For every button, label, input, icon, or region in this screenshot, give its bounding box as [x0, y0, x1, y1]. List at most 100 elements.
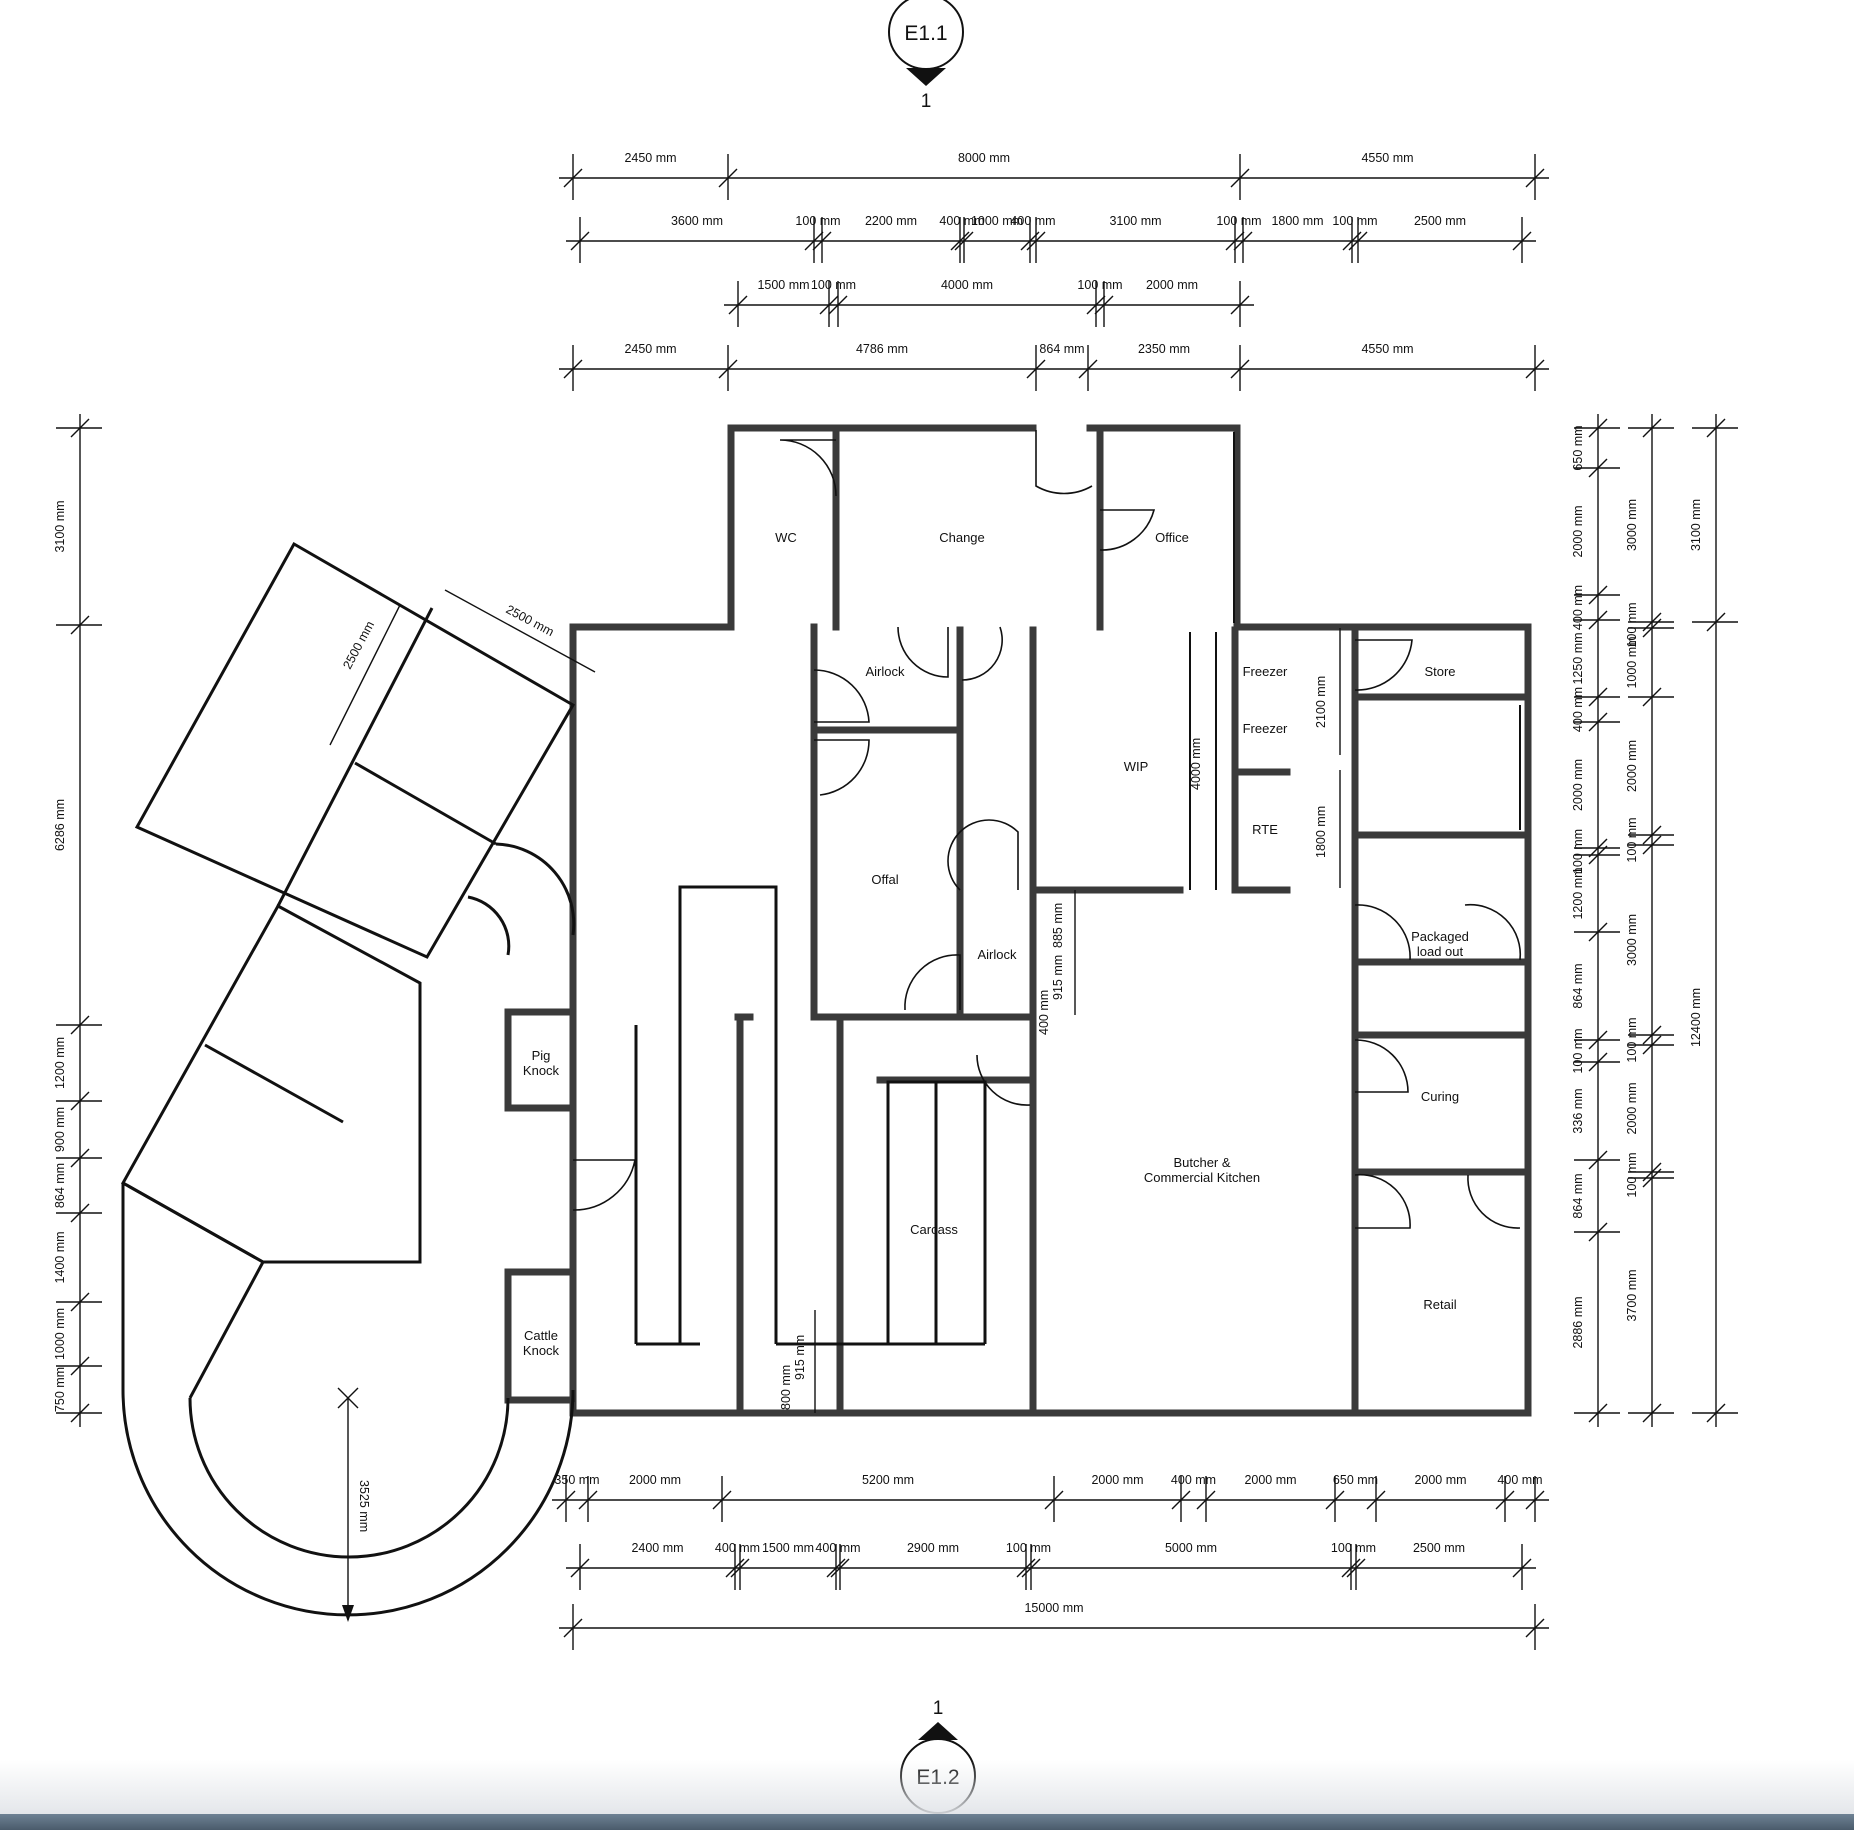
dim-label-top_row2-2: 2200 mm: [865, 214, 917, 228]
dim-tick-right_inner-0: [1588, 418, 1608, 438]
dim-label-right_mid-7: 2000 mm: [1625, 1082, 1639, 1134]
dim-label-top_row3-1: 100 mm: [811, 278, 856, 292]
dim-airlock-c: 400 mm: [1037, 990, 1051, 1035]
dim-label-right_inner-7: 1200 mm: [1571, 867, 1585, 919]
dim-label-bottom_row1-0: 350 mm: [554, 1473, 599, 1487]
dim-tick-right_mid-3: [1642, 687, 1662, 707]
section-marker-top-number: 1: [921, 91, 932, 112]
dim-label-left_outer-5: 1400 mm: [53, 1231, 67, 1283]
dim-tick-bottom-total-1: [1525, 1618, 1545, 1638]
interior-walls: [504, 426, 1532, 1417]
dim-label-top_row2-4: 1000 mm: [971, 214, 1023, 228]
dim-tick-right_mid-0: [1642, 418, 1662, 438]
dim-tick-right_inner-11: [1588, 1150, 1608, 1170]
dim-label-right_mid-3: 2000 mm: [1625, 740, 1639, 792]
room-label-retail: Retail: [1423, 1297, 1456, 1312]
dim-tick-left_outer-8: [70, 1403, 90, 1423]
dim-tick-right_mid-7: [1642, 1035, 1662, 1055]
dim-tick-right_mid-9: [1642, 1168, 1662, 1188]
dim-tick-right_mid-6: [1642, 1025, 1662, 1045]
dim-tick-top_row4-3: [1078, 359, 1098, 379]
dim-label-right_inner-8: 864 mm: [1571, 963, 1585, 1008]
viewer-bottom-shade: [0, 1760, 1854, 1814]
dim-label-bottom_row1-2: 5200 mm: [862, 1473, 914, 1487]
dim-label-right_mid-4: 100 mm: [1625, 817, 1639, 862]
dim-tick-top_row2-10: [1348, 231, 1368, 251]
dim-tick-right_outer-0: [1706, 418, 1726, 438]
dim-tick-top_row3-3: [1086, 295, 1106, 315]
dim-carcass-b: 800 mm: [779, 1365, 793, 1410]
dim-tick-left_outer-5: [70, 1203, 90, 1223]
room-label-butcher-1: Butcher &: [1173, 1155, 1230, 1170]
dim-tick-bottom_row1-6: [1325, 1490, 1345, 1510]
dim-label-bottom_row2-4: 2900 mm: [907, 1541, 959, 1555]
dim-tick-bottom-total-0: [563, 1618, 583, 1638]
dim-tick-left_outer-2: [70, 1015, 90, 1035]
dim-tick-top_row4-4: [1230, 359, 1250, 379]
dim-label-bottom_row1-5: 2000 mm: [1244, 1473, 1296, 1487]
dim-label-right_inner-3: 1250 mm: [1571, 632, 1585, 684]
dim-tick-bottom_row2-3: [826, 1558, 846, 1578]
dim-tick-top_row2-0: [570, 231, 590, 251]
dim-tick-top_row3-1: [819, 295, 839, 315]
dim-tick-left_outer-6: [70, 1292, 90, 1312]
dim-tick-right_inner-13: [1588, 1403, 1608, 1423]
dim-tick-right_inner-10: [1588, 1052, 1608, 1072]
dim-tick-top_row4-5: [1525, 359, 1545, 379]
dim-label-top_row2-5: 400 mm: [1010, 214, 1055, 228]
dim-label-bottom_row2-7: 100 mm: [1331, 1541, 1376, 1555]
dim-label-top_row3-3: 100 mm: [1077, 278, 1122, 292]
room-label-freezer-2: Freezer: [1243, 721, 1288, 736]
room-label-pig-1: Pig: [532, 1048, 551, 1063]
dim-label-right_outer-0: 3100 mm: [1689, 499, 1703, 551]
room-label-change: Change: [939, 530, 985, 545]
dim-label-bottom-total: 15000 mm: [1024, 1601, 1083, 1615]
dim-freezer-h: 2100 mm: [1314, 676, 1328, 728]
dim-label-top_row4-1: 4786 mm: [856, 342, 908, 356]
section-marker-top[interactable]: E1.1 1: [888, 0, 964, 112]
taskbar: [0, 1814, 1854, 1830]
room-label-carcass: Carcass: [910, 1222, 958, 1237]
dim-tick-left_outer-4: [70, 1148, 90, 1168]
dim-tick-bottom_row1-4: [1171, 1490, 1191, 1510]
dim-label-top_row2-7: 100 mm: [1216, 214, 1261, 228]
dim-tick-right_mid-10: [1642, 1403, 1662, 1423]
dim-label-left_outer-3: 900 mm: [53, 1107, 67, 1152]
dim-tick-left_outer-7: [70, 1356, 90, 1376]
dim-label-bottom_row2-0: 2400 mm: [631, 1541, 683, 1555]
dim-tick-bottom_row1-2: [712, 1490, 732, 1510]
dim-tick-top_row2-8: [1233, 231, 1253, 251]
dim-tick-top_row2-1: [804, 231, 824, 251]
dim-label-right_mid-1: 100 mm: [1625, 602, 1639, 647]
dim-label-right_inner-2: 400 mm: [1571, 585, 1585, 630]
dim-tick-right_inner-9: [1588, 1030, 1608, 1050]
dim-tick-top_row3-0: [728, 295, 748, 315]
dim-label-bottom_row1-6: 650 mm: [1333, 1473, 1378, 1487]
dim-label-right_inner-9: 100 mm: [1571, 1028, 1585, 1073]
dim-label-bottom_row1-4: 400 mm: [1171, 1473, 1216, 1487]
dim-label-bottom_row1-3: 2000 mm: [1091, 1473, 1143, 1487]
section-marker-bottom-number: 1: [933, 1698, 944, 1719]
dim-label-right_mid-2: 1000 mm: [1625, 636, 1639, 688]
dim-tick-left_outer-1: [70, 615, 90, 635]
dim-tick-bottom_row1-0: [556, 1490, 576, 1510]
dim-label-top_row4-3: 2350 mm: [1138, 342, 1190, 356]
dim-tick-bottom_row2-8: [1346, 1558, 1366, 1578]
dim-label-top_row3-0: 1500 mm: [757, 278, 809, 292]
dim-tick-right_inner-8: [1588, 922, 1608, 942]
dim-label-right_inner-12: 2886 mm: [1571, 1296, 1585, 1348]
room-label-wc: WC: [775, 530, 797, 545]
dim-tick-bottom_row2-4: [830, 1558, 850, 1578]
dim-tick-right_inner-5: [1588, 712, 1608, 732]
dim-tick-bottom_row1-3: [1044, 1490, 1064, 1510]
section-marker-top-id: E1.1: [904, 22, 947, 45]
dim-label-right_mid-8: 100 mm: [1625, 1152, 1639, 1197]
dim-tick-bottom_row2-5: [1016, 1558, 1036, 1578]
door-swings[interactable]: [572, 430, 1522, 1229]
dim-label-top_row2-1: 100 mm: [795, 214, 840, 228]
dim-label-top_row2-8: 1800 mm: [1271, 214, 1323, 228]
dim-tick-bottom_row1-1: [578, 1490, 598, 1510]
dim-label-top_row3-2: 4000 mm: [941, 278, 993, 292]
